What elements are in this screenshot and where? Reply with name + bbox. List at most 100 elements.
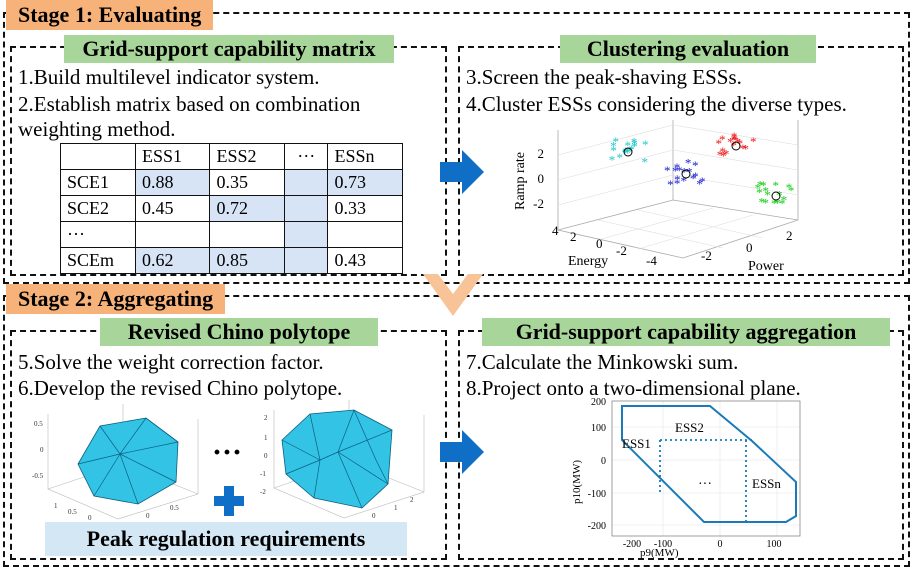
cluster-point: * (676, 163, 683, 178)
ytick: 100 (591, 423, 606, 434)
polytope-surface (77, 417, 179, 505)
svg-text:0.5: 0.5 (34, 420, 43, 428)
cluster-point: * (625, 138, 632, 153)
stage1-frame (3, 12, 910, 284)
cluster-point: * (696, 176, 703, 191)
peak-regulation-label: Peak regulation requirements (45, 522, 407, 556)
zaxis-label: Ramp rate (513, 152, 528, 210)
cluster-point: * (627, 144, 634, 159)
xtick: 0 (718, 539, 723, 550)
step-7: 7.Calculate the Minkowski sum. (466, 350, 739, 374)
matrix-cell: 0.85 (209, 247, 285, 274)
cluster-point: * (719, 132, 726, 147)
cluster-point: * (680, 173, 687, 188)
zaxis-tick: 2 (538, 146, 545, 161)
matrix-cell: 0.72 (209, 195, 285, 222)
cluster-point: * (786, 180, 793, 195)
cluster-centroid (731, 141, 741, 151)
power-label: Power (748, 259, 784, 274)
stage1-tag: Stage 1: Evaluating (6, 0, 214, 30)
cluster-point: * (756, 185, 763, 200)
svg-text:0.5: 0.5 (170, 504, 179, 512)
matrix-cell (283, 195, 329, 222)
cluster-point: * (692, 158, 699, 173)
matrix-cell: 0.73 (327, 169, 403, 196)
matrix-cell: 0.45 (134, 195, 211, 222)
cluster-point: * (624, 145, 631, 160)
zaxis-tick: 0 (538, 171, 545, 186)
cluster-point: * (716, 136, 723, 151)
svg-text:0: 0 (146, 512, 150, 520)
aggregated-region (621, 405, 797, 523)
svg-text:-2: -2 (260, 488, 266, 496)
cluster-point: * (757, 178, 764, 193)
plus-icon (214, 486, 244, 516)
cluster-point: * (623, 144, 630, 159)
energy-label: Energy (568, 254, 608, 269)
stage2-tag: Stage 2: Aggregating (6, 284, 226, 314)
zaxis-tick: -2 (533, 196, 544, 211)
cluster-point: * (664, 163, 671, 178)
minkowski-projection-plot: ESS1 ESS2 ··· ESSn 200 100 0 -100 -200 -… (571, 397, 801, 558)
cluster-point: * (720, 144, 727, 159)
cluster-point: * (612, 134, 619, 149)
cluster-point: * (735, 134, 742, 149)
energy-tick: -2 (616, 243, 627, 258)
cluster-point: * (763, 184, 770, 199)
power-tick: 0 (746, 240, 753, 255)
energy-tick: 4 (552, 223, 559, 238)
cluster-point: * (760, 178, 767, 193)
step-2-cont: weighting method. (18, 117, 176, 141)
cluster-point: * (743, 141, 750, 156)
chino-polytope-1: 0.50-0.5 10.50 00.5 (32, 404, 199, 522)
cluster-point: * (720, 149, 727, 164)
ytick: 200 (591, 397, 606, 408)
cluster-point: * (750, 134, 757, 149)
matrix-corner (60, 143, 136, 170)
matrix-cell (209, 221, 285, 248)
matrix-cell (283, 169, 329, 196)
cluster-point: * (762, 195, 769, 210)
cluster-point: * (771, 196, 778, 211)
ytick: 0 (601, 456, 606, 467)
xtick: -100 (654, 539, 672, 550)
ytick: -200 (588, 521, 606, 532)
svg-text:2: 2 (410, 496, 414, 504)
cluster-point: * (667, 177, 674, 192)
matrix-row: SCEm 0.62 0.85 0.43 (60, 247, 403, 274)
cluster-point: * (699, 174, 706, 189)
cluster-point: * (717, 147, 724, 162)
svg-text:1: 1 (264, 434, 268, 442)
matrix-cell: 0.43 (327, 247, 403, 274)
cluster-point: * (737, 136, 744, 151)
cluster-point: * (631, 135, 638, 150)
matrix-cell (134, 221, 211, 248)
polytope-ellipsis: ··· (212, 436, 243, 469)
matrix-cell: 0.88 (134, 169, 211, 196)
cluster-points: ****************************************… (609, 129, 795, 211)
step-4: 4.Cluster ESSs considering the diverse t… (466, 92, 847, 116)
x-axis-label: p9(MW) (640, 547, 679, 558)
cluster-point: * (610, 138, 617, 153)
cluster-point: * (609, 152, 616, 167)
cluster-point: * (731, 132, 738, 147)
cluster-point: * (674, 176, 681, 191)
step-1: 1.Build multilevel indicator system. (18, 65, 320, 89)
matrix-title: Grid-support capability matrix (64, 35, 394, 63)
cluster-point: * (617, 150, 624, 165)
svg-text:1: 1 (394, 504, 398, 512)
step-5: 5.Solve the weight correction factor. (18, 350, 324, 374)
svg-text:0: 0 (40, 446, 44, 454)
cluster-point: * (764, 188, 771, 203)
matrix-cell (283, 221, 329, 248)
matrix-header: ESS1 (134, 143, 211, 170)
energy-tick: 2 (570, 229, 577, 244)
chino-polytope-2: 210 -1-2 012 (260, 400, 425, 520)
svg-text:0.5: 0.5 (68, 508, 77, 516)
cluster-point: * (730, 138, 737, 153)
power-tick: 2 (786, 228, 793, 243)
matrix-cell: SCEm (60, 247, 136, 274)
cluster-point: * (641, 154, 648, 169)
step-2: 2.Establish matrix based on combination (18, 92, 361, 116)
svg-text:-0.5: -0.5 (32, 472, 44, 480)
